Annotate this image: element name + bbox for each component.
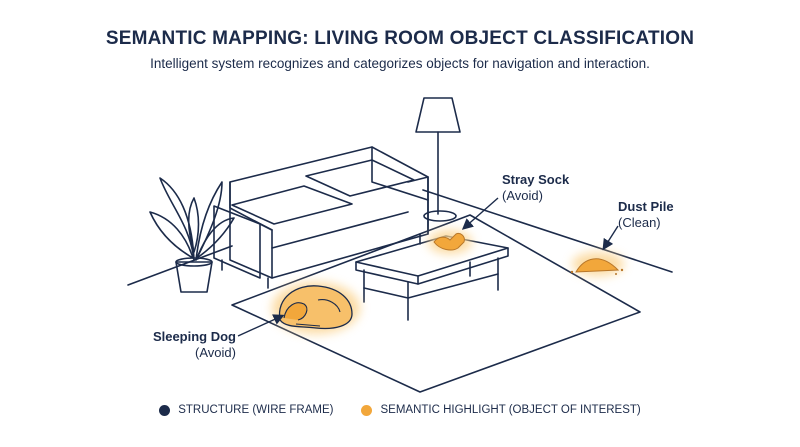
sleeping-dog-action: (Avoid) <box>195 345 236 360</box>
legend: STRUCTURE (WIRE FRAME) SEMANTIC HIGHLIGH… <box>0 404 800 416</box>
floor-lamp <box>415 97 461 222</box>
dust-pile-name: Dust Pile <box>618 199 674 214</box>
page-title: SEMANTIC MAPPING: LIVING ROOM OBJECT CLA… <box>105 28 695 49</box>
dust-pile-label: Dust Pile (Clean) <box>618 199 674 231</box>
leader-lines <box>237 197 619 337</box>
stray-sock-action: (Avoid) <box>502 188 543 203</box>
semantic-highlights <box>272 230 624 334</box>
sleeping-dog-name: Sleeping Dog <box>152 329 236 344</box>
dust-pile-action: (Clean) <box>618 215 661 230</box>
legend-semantic: SEMANTIC HIGHLIGHT (OBJECT OF INTEREST) <box>361 404 641 416</box>
structure-dot-icon <box>159 404 171 416</box>
stray-sock-highlight <box>428 230 472 254</box>
legend-structure: STRUCTURE (WIRE FRAME) <box>159 404 333 416</box>
legend-structure-label: STRUCTURE (WIRE FRAME) <box>178 404 334 416</box>
stray-sock-label: Stray Sock (Avoid) <box>502 172 569 204</box>
dog-leader <box>237 314 285 337</box>
page-subtitle: Intelligent system recognizes and catego… <box>150 56 650 71</box>
sofa <box>213 146 429 289</box>
sock-leader <box>461 197 499 230</box>
dust-leader <box>602 225 619 251</box>
semantic-dot-icon <box>361 404 373 416</box>
sleeping-dog-label: Sleeping Dog (Avoid) <box>146 329 236 361</box>
legend-semantic-label: SEMANTIC HIGHLIGHT (OBJECT OF INTEREST) <box>380 404 641 416</box>
dust-pile-highlight <box>570 252 624 276</box>
coffee-table <box>355 235 509 321</box>
potted-plant <box>149 177 235 293</box>
sleeping-dog-highlight <box>272 282 360 334</box>
stray-sock-name: Stray Sock <box>502 172 570 187</box>
